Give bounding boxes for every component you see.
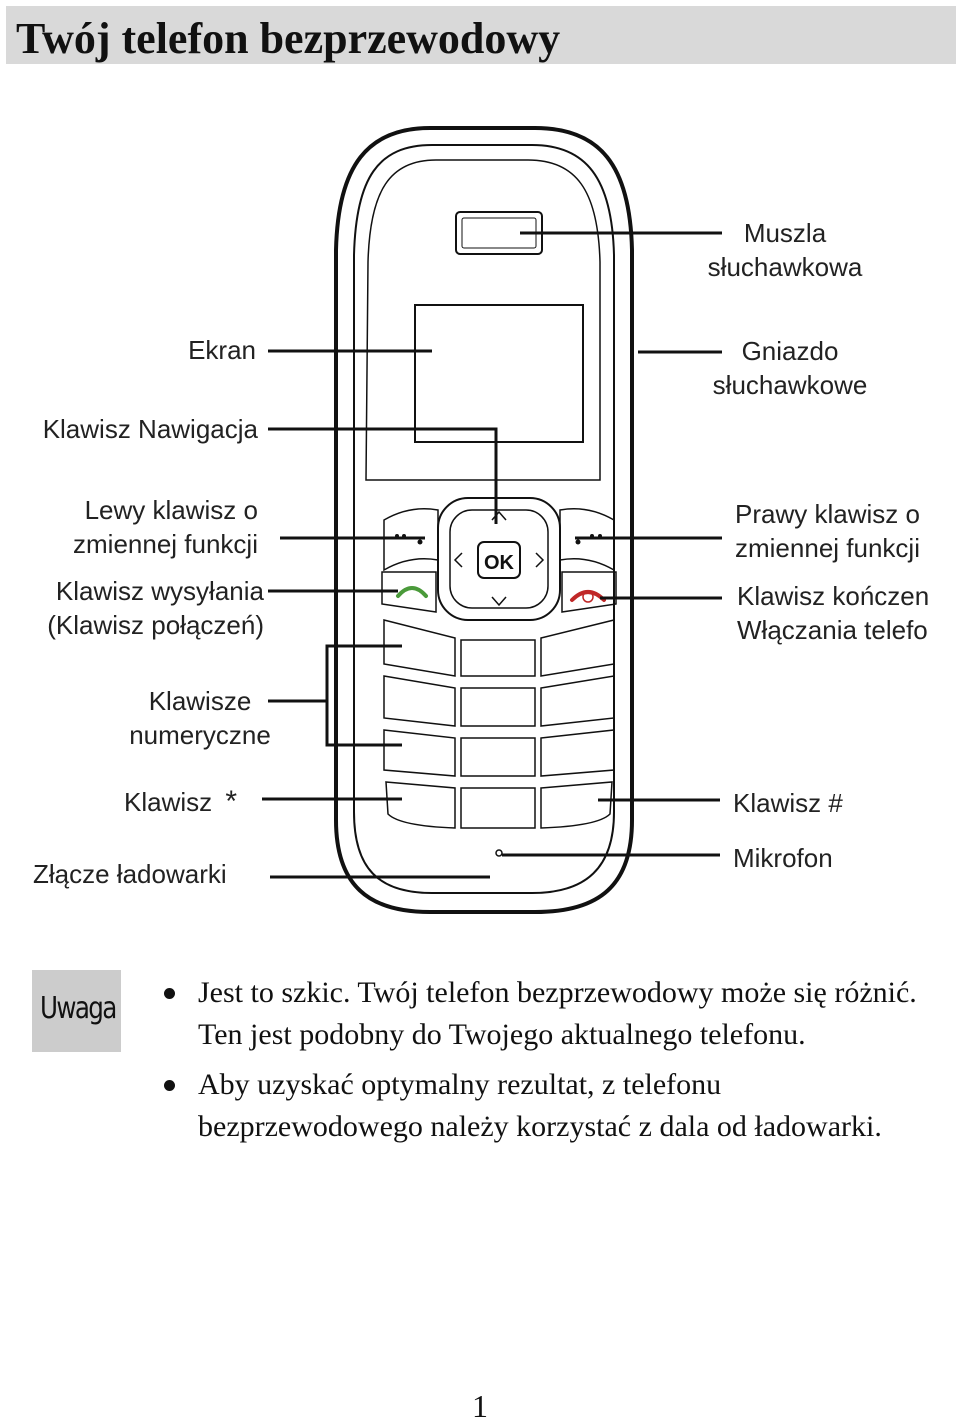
label-microphone: Mikrofon — [733, 843, 833, 873]
phone-diagram: OK — [262, 126, 722, 914]
note-list: Jest to szkic. Twój telefon bezprzewodow… — [160, 972, 920, 1156]
callout-lines — [262, 231, 722, 879]
keypad — [383, 619, 615, 829]
bullet-icon — [164, 988, 175, 999]
bullet-icon — [164, 1080, 175, 1091]
microphone — [495, 849, 503, 857]
page-number: 1 — [472, 1388, 488, 1424]
label-hash-key: Klawisz # — [733, 788, 843, 818]
navigation-key — [437, 497, 561, 621]
label-send-key: Klawisz wysyłania (Klawisz połączeń) — [47, 576, 264, 640]
end-key — [561, 571, 617, 613]
label-earpiece: Muszla słuchawkowa — [707, 218, 863, 282]
phone-body — [334, 126, 634, 914]
note-badge: Uwaga — [32, 970, 121, 1052]
label-navigation-key: Klawisz Nawigacja — [42, 414, 258, 444]
label-left-soft-key: Lewy klawisz o zmiennej funkcji — [73, 495, 258, 559]
phone-green-icon — [396, 586, 428, 598]
list-item: Aby uzyskać optymalny rezultat, z telefo… — [160, 1064, 920, 1148]
star-symbol: * — [225, 785, 238, 818]
label-star-key: Klawisz * — [124, 785, 238, 818]
note-badge-text: Uwaga — [40, 991, 117, 1026]
label-right-soft-key: Prawy klawisz o zmiennej funkcji — [735, 499, 920, 563]
send-key — [381, 571, 437, 613]
list-item: Jest to szkic. Twój telefon bezprzewodow… — [160, 972, 920, 1056]
phone-red-icon — [570, 590, 606, 602]
label-charger: Złącze ładowarki — [33, 859, 227, 889]
ok-key — [477, 541, 521, 579]
screen — [414, 304, 584, 443]
label-end-key: Klawisz kończen Włączania telefo — [737, 581, 930, 645]
ok-label: OK — [484, 552, 515, 574]
label-numeric-keys: Klawisze numeryczne — [129, 686, 271, 750]
label-screen: Ekran — [188, 335, 256, 365]
page-title: Twój telefon bezprzewodowy — [16, 14, 561, 63]
label-headset-jack: Gniazdo słuchawkowe — [712, 336, 868, 400]
title-bar: Twój telefon bezprzewodowy — [6, 6, 956, 64]
